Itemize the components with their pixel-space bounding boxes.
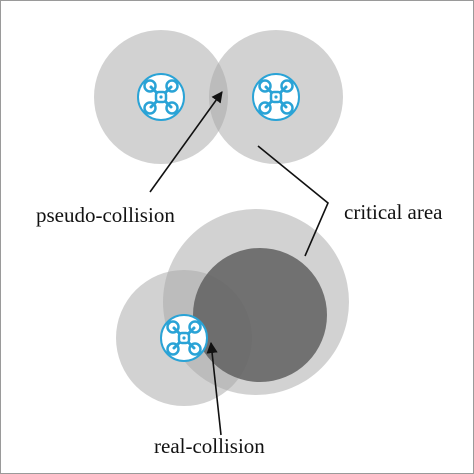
critical-area-leader [257, 145, 329, 257]
critical-area-label: critical area [344, 200, 443, 224]
drone-icon [136, 72, 186, 122]
drone-icon [251, 72, 301, 122]
drone-icon [159, 313, 209, 363]
pseudo-collision-group [94, 30, 343, 164]
real-collision-arrow [206, 341, 222, 436]
dark-core-circle [193, 248, 327, 382]
real-collision-label: real-collision [154, 434, 265, 458]
pseudo-collision-label: pseudo-collision [36, 203, 175, 227]
real-collision-group [116, 209, 349, 406]
pseudo-collision-arrow [149, 91, 223, 193]
